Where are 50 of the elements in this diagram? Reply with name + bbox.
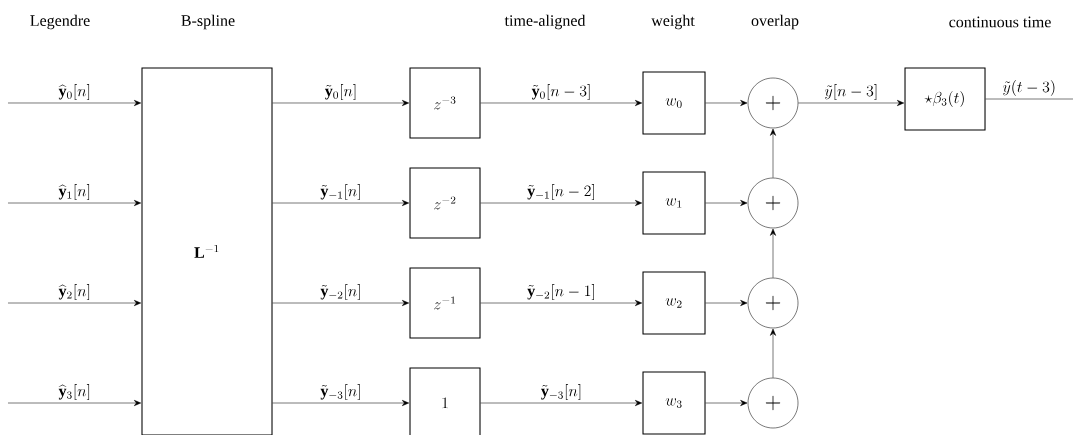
- arrow: [272, 400, 410, 406]
- delay-box: $z^{-3}$: [409, 67, 481, 139]
- edge-label: $\tilde{y}[n-3]$: [823, 82, 880, 102]
- delay-box: $z^{-2}$: [409, 167, 481, 239]
- edge-label: $\tilde{\mathbf{y}}_{-2}[n-1]$: [525, 282, 598, 302]
- edge-label: $\tilde{\mathbf{y}}_0[n-3]$: [530, 82, 593, 102]
- edge-label: $\tilde{\mathbf{y}}_0[n]$: [323, 82, 359, 102]
- arrow: [770, 328, 776, 378]
- arrow: [705, 300, 748, 306]
- weight-box: $w_2$: [642, 271, 706, 335]
- arrow: [770, 128, 776, 178]
- arrow: [7, 100, 142, 106]
- weight-box: $w_1$: [642, 171, 706, 235]
- arrow: [7, 200, 142, 206]
- edge-label: $\tilde{y}(t-3)$: [1001, 78, 1058, 98]
- weight-box: $w_3$: [642, 371, 706, 435]
- edge-label: $\tilde{\mathbf{y}}_{-3}[n]$: [539, 382, 584, 402]
- edge-label: $\tilde{\mathbf{y}}_{-1}[n]$: [319, 182, 363, 202]
- arrow: [480, 400, 643, 406]
- edge-label: $\tilde{\mathbf{y}}_{-3}[n]$: [319, 382, 363, 402]
- edge-label: $\tilde{\mathbf{y}}_{-2}[n]$: [319, 282, 363, 302]
- arrow: [272, 300, 410, 306]
- column-heading: time-aligned: [504, 14, 586, 30]
- arrow: [480, 100, 643, 106]
- arrow: [705, 200, 748, 206]
- filter-box: $\star\beta_3(t)$: [904, 67, 986, 131]
- edge-label: $\tilde{\mathbf{y}}_{-1}[n-2]$: [525, 182, 598, 202]
- arrow: [272, 200, 410, 206]
- arrow: [480, 300, 643, 306]
- column-heading: B-spline: [181, 14, 235, 30]
- delay-box: $1$: [409, 367, 481, 435]
- arrow: [480, 200, 643, 206]
- arrow: [7, 300, 142, 306]
- arrow: [705, 100, 748, 106]
- arrow: [7, 400, 142, 406]
- arrow: [770, 228, 776, 278]
- column-heading: Legendre: [30, 14, 90, 30]
- edge-label: $\widehat{\mathbf{y}}_1[n]$: [57, 182, 93, 202]
- arrow: [798, 100, 905, 106]
- column-heading: weight: [651, 14, 695, 30]
- edge-label: $\widehat{\mathbf{y}}_2[n]$: [57, 282, 93, 302]
- arrow: [705, 400, 748, 406]
- delay-box: $z^{-1}$: [409, 267, 481, 339]
- edge-label: $\widehat{\mathbf{y}}_0[n]$: [57, 82, 93, 102]
- transform-box: $\mathbf{L}^{-1}$: [141, 67, 273, 435]
- column-heading: continuous time: [949, 16, 1051, 28]
- column-heading: overlap: [751, 14, 799, 30]
- edge-label: $\widehat{\mathbf{y}}_3[n]$: [57, 382, 93, 402]
- weight-box: $w_0$: [642, 71, 706, 135]
- arrow: [272, 100, 410, 106]
